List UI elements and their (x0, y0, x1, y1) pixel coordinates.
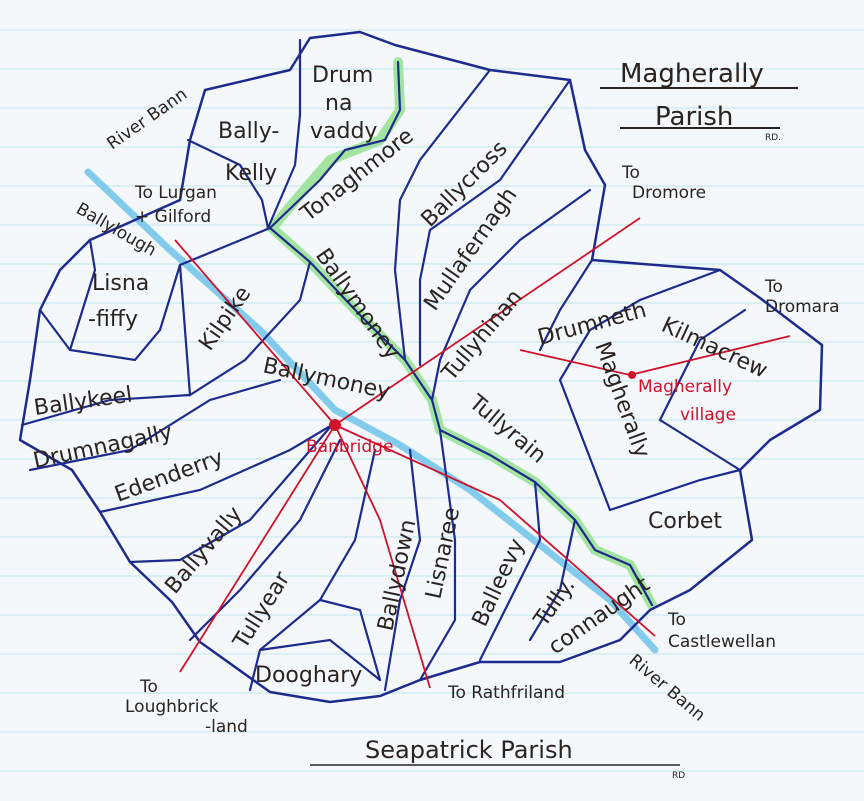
footer-initials: RD (672, 771, 685, 781)
label-drumneth: Drumneth (535, 298, 649, 351)
label-to-dromore-2: Dromore (632, 183, 706, 203)
label-to-loughbrickland-1: To (139, 677, 158, 697)
label-river-bann-south: River Bann (625, 651, 709, 726)
label-to-loughbrickland-2: Loughbrick (125, 697, 219, 717)
label-drumnagally: Drumnagally (31, 420, 175, 474)
label-ballykelly-1: Bally- (218, 119, 279, 144)
label-ballymoney-north: Ballymoney (310, 244, 405, 364)
label-ballydown: Ballydown (373, 517, 421, 633)
label-to-dromara-2: Dromara (765, 297, 840, 317)
label-banbridge: Banbridge (306, 437, 393, 457)
river-bann (84, 168, 659, 654)
label-lisnaree: Lisnaree (421, 505, 465, 601)
label-to-dromara-1: To (764, 277, 783, 297)
label-magherally-village-2: village (680, 405, 736, 425)
map-title: Magherally Parish RD. (600, 59, 798, 143)
label-magherally-village-1: Magherally (638, 377, 732, 397)
parish-boundary (18, 30, 824, 704)
magherally-village-marker (628, 371, 636, 379)
banbridge-marker (329, 419, 341, 431)
title-initials: RD. (765, 133, 781, 143)
label-to-castlewellan-1: To (667, 610, 686, 630)
footer-label: Seapatrick Parish (365, 736, 573, 764)
label-lisnafiffy-1: Lisna (92, 271, 149, 296)
label-kilmacrew: Kilmacrew (657, 313, 771, 384)
label-drumnavaddy-2: na (325, 91, 352, 116)
label-to-lurgan: To Lurgan (134, 183, 217, 203)
label-magherally: Magherally (589, 339, 654, 462)
label-to-dromore-1: To (621, 163, 640, 183)
label-balleevy: Balleevy (468, 535, 530, 631)
label-drumnavaddy-3: vaddy (310, 119, 377, 144)
footer: Seapatrick Parish RD (310, 736, 685, 781)
townland-boundaries (20, 38, 747, 692)
label-tullyrain: Tullyrain (463, 390, 550, 469)
title-line1: Magherally (620, 59, 764, 89)
label-corbet: Corbet (648, 509, 722, 534)
label-to-castlewellan-2: Castlewellan (668, 632, 776, 652)
label-to-rathfriland: To Rathfriland (447, 683, 565, 703)
label-lisnafiffy-2: -fiffy (88, 307, 138, 332)
label-river-bann-north: River Bann (103, 84, 191, 154)
label-ballykelly-2: Kelly (225, 161, 277, 186)
label-to-loughbrickland-3: -land (205, 717, 248, 737)
label-drumnavaddy-1: Drum (312, 63, 373, 88)
label-gilford: + Gilford (135, 207, 211, 227)
label-ballykeel: Ballykeel (32, 382, 133, 421)
label-dooghary: Dooghary (255, 663, 362, 688)
